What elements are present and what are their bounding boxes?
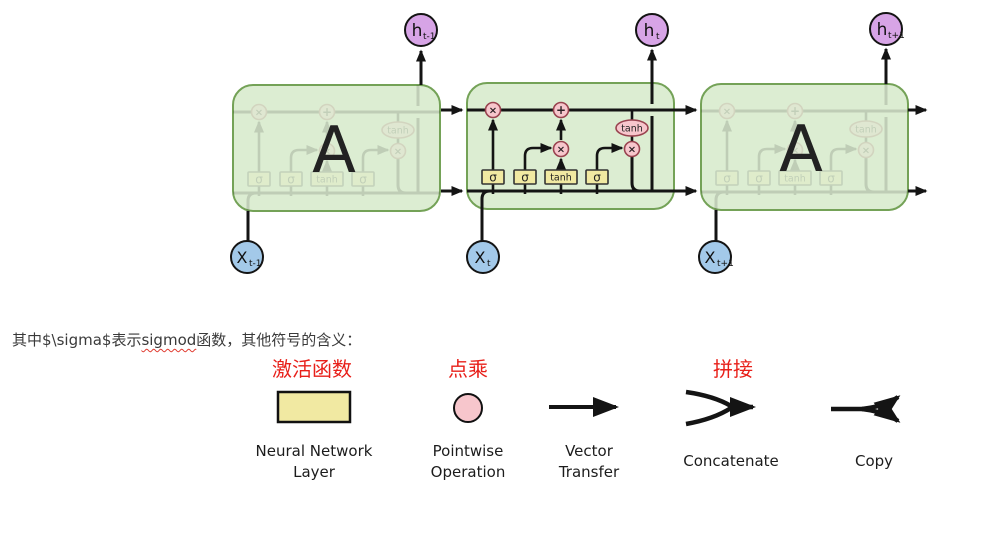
legend-label-line: Copy xyxy=(854,452,894,470)
caption-prefix: 其中$\sigma$表示 xyxy=(12,331,142,349)
legend-label-line: Layer xyxy=(293,463,335,481)
h-main: h xyxy=(412,21,423,41)
cell-a-label-left: A xyxy=(312,114,356,188)
x-sub: t xyxy=(487,259,491,269)
copy-lower-arrow xyxy=(861,399,901,423)
h-sub: t-1 xyxy=(423,32,436,42)
concat-lower-line xyxy=(685,406,733,427)
h-circle xyxy=(635,13,669,47)
h-circle xyxy=(869,12,903,46)
legend-label-vector-transfer: Vector Transfer xyxy=(559,441,619,483)
legend-label-line: Operation xyxy=(430,463,506,481)
x-node-t: X t xyxy=(466,240,500,274)
legend-label-line: Concatenate xyxy=(683,452,779,470)
caption-suffix: 函数，其他符号的含义： xyxy=(196,331,362,349)
cell-a-label-right: A xyxy=(779,113,823,187)
h-node-t+1: h t+1 xyxy=(869,12,905,46)
red-label-pointwise-multiply: 点乘 xyxy=(448,357,488,381)
x-node-t+1: X t+1 xyxy=(698,240,734,274)
h-sub: t xyxy=(656,32,660,42)
copy-icon xyxy=(831,395,901,423)
pointwise-operation-icon xyxy=(453,393,483,423)
legend-label-line: Neural Network xyxy=(255,442,373,460)
x-circle xyxy=(698,240,732,274)
copy-upper-arrow xyxy=(861,395,901,419)
h-sub: t+1 xyxy=(888,31,905,41)
x-sub: t+1 xyxy=(717,259,734,269)
x-circle xyxy=(230,240,264,274)
x-circle xyxy=(466,240,500,274)
neural-network-layer-icon xyxy=(276,390,352,424)
x-sub: t-1 xyxy=(249,259,262,269)
legend-label-concatenate: Concatenate xyxy=(683,451,779,472)
x-main: X xyxy=(475,248,486,267)
legend-label-line: Vector xyxy=(565,442,613,460)
h-circle xyxy=(404,13,438,47)
x-main: X xyxy=(237,248,248,267)
h-main: h xyxy=(644,21,655,41)
legend-label-line: Transfer xyxy=(558,463,620,481)
red-label-concatenate: 拼接 xyxy=(713,357,753,381)
red-label-activation-function: 激活函数 xyxy=(272,357,352,381)
x-node-t-1: X t-1 xyxy=(230,240,264,274)
caption-text: 其中$\sigma$表示sigmod函数，其他符号的含义： xyxy=(12,329,361,350)
legend-label-pointwise-operation: Pointwise Operation xyxy=(431,441,506,483)
h-node-t: h t xyxy=(635,13,669,47)
x-main: X xyxy=(705,248,716,267)
concat-upper-line xyxy=(685,389,733,408)
caption-sigmod-misspelling: sigmod xyxy=(141,331,197,349)
legend-label-neural-network-layer: Neural Network Layer xyxy=(256,441,373,483)
concatenate-icon xyxy=(685,389,756,427)
legend-label-line: Pointwise xyxy=(432,442,504,460)
h-main: h xyxy=(877,20,888,40)
h-node-t-1: h t-1 xyxy=(404,13,438,47)
legend-label-copy: Copy xyxy=(855,451,893,472)
